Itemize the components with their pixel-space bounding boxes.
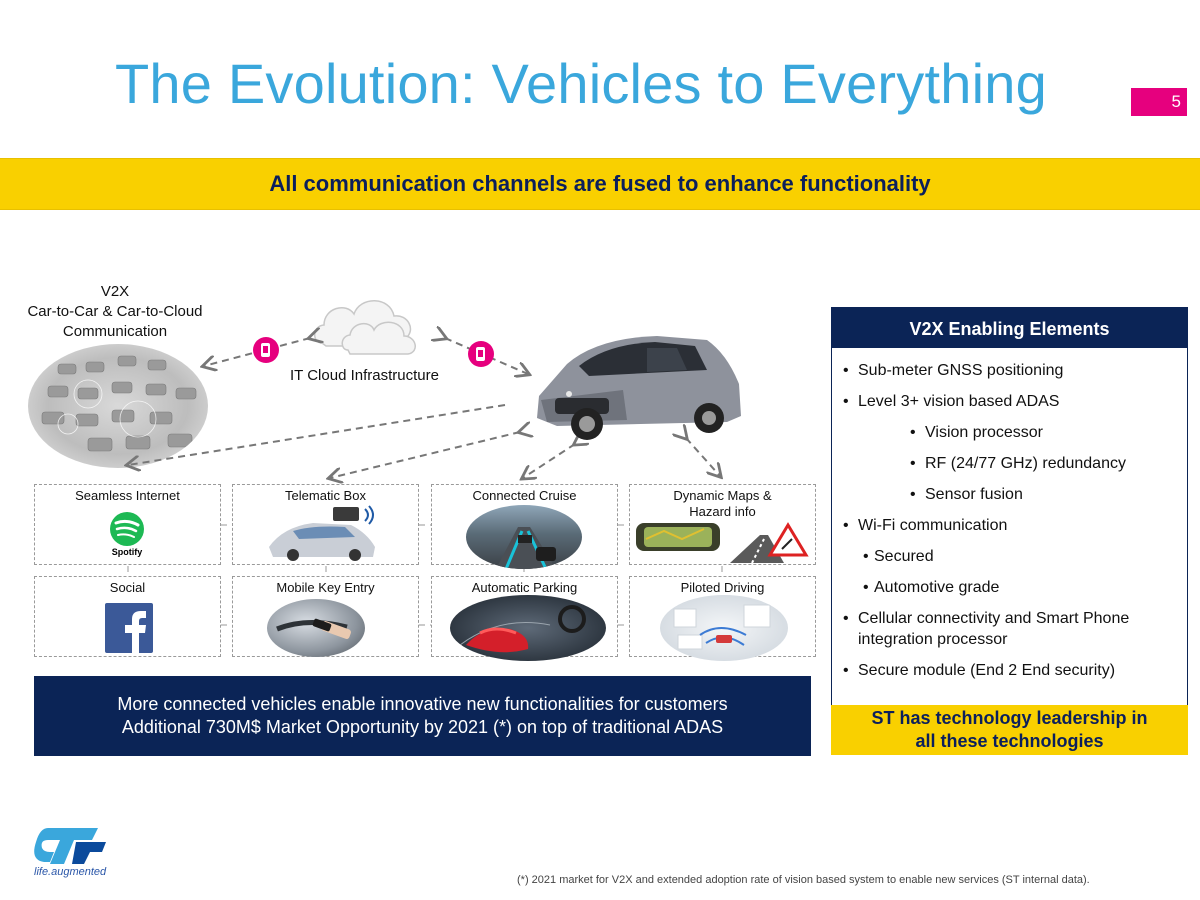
list-item: •Sub-meter GNSS positioning	[843, 362, 1064, 379]
feature-seamless-internet: Seamless Internet Spotify	[34, 484, 221, 565]
traffic-image	[28, 344, 208, 468]
connected-cruise-image	[466, 505, 582, 569]
page-number: 5	[1131, 88, 1187, 116]
v2x-label: V2X Car-to-Car & Car-to-Cloud Communicat…	[27, 283, 203, 340]
facebook-icon	[105, 603, 153, 653]
feature-dynamic-maps: Dynamic Maps & Hazard info	[629, 484, 816, 565]
cloud-icon	[314, 300, 416, 355]
st-logo-mark-icon	[34, 828, 106, 864]
tagline: life.augmented	[34, 866, 107, 878]
connection-badge-icon	[468, 341, 494, 367]
suv-image	[537, 336, 741, 440]
feature-telematic-box: Telematic Box	[232, 484, 419, 565]
list-item: •Automotive grade	[863, 579, 1000, 596]
spotify-wordmark: Spotify	[111, 547, 143, 557]
feature-automatic-parking: Automatic Parking	[431, 576, 618, 661]
feature-social: Social	[34, 576, 221, 657]
spotify-icon	[110, 512, 144, 546]
list-item: integration processor	[858, 631, 1008, 648]
parking-image	[450, 595, 606, 661]
telematic-car-icon	[269, 505, 375, 561]
headline-banner: All communication channels are fused to …	[0, 158, 1200, 210]
cloud-label: IT Cloud Infrastructure	[290, 367, 439, 384]
v2x-enabling-elements-panel: V2X Enabling Elements •Sub-meter GNSS po…	[831, 307, 1188, 755]
connection-badge-icon	[253, 337, 279, 363]
list-item: •Sensor fusion	[910, 486, 1023, 503]
feature-connected-cruise: Connected Cruise	[431, 484, 618, 569]
st-logo: life.augmented	[34, 826, 114, 884]
list-item: •Vision processor	[910, 424, 1043, 441]
mobile-key-image	[267, 599, 365, 657]
panel-heading: V2X Enabling Elements	[832, 308, 1187, 348]
feature-mobile-key-entry: Mobile Key Entry	[232, 576, 419, 657]
list-item: •Secure module (End 2 End security)	[843, 662, 1116, 679]
footnote: (*) 2021 market for V2X and extended ado…	[517, 874, 1090, 886]
list-item: •Secured	[863, 548, 934, 565]
list-item: •Wi-Fi communication	[843, 517, 1008, 534]
feature-piloted-driving: Piloted Driving	[629, 576, 816, 661]
map-hazard-image	[636, 522, 809, 563]
piloted-driving-image	[660, 595, 788, 661]
list-item: •Level 3+ vision based ADAS	[843, 393, 1060, 410]
slide-title: The Evolution: Vehicles to Everything	[115, 52, 1047, 115]
list-item: •Cellular connectivity and Smart Phone	[843, 610, 1130, 627]
list-item: •RF (24/77 GHz) redundancy	[910, 455, 1126, 472]
leadership-callout: ST has technology leadership in all thes…	[831, 705, 1188, 755]
market-opportunity-box: More connected vehicles enable innovativ…	[34, 676, 811, 756]
